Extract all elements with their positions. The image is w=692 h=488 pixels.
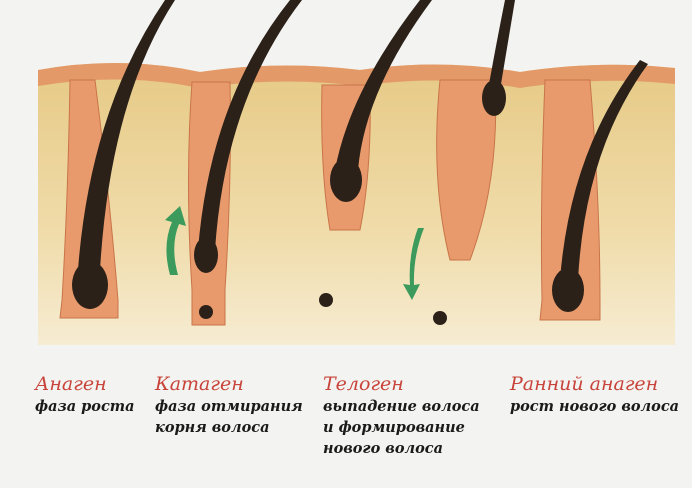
phase-early-anagen: Ранний анаген рост нового волоса (510, 372, 679, 417)
papilla (199, 305, 213, 319)
phase-desc-line: фаза отмирания (155, 398, 303, 415)
phase-anagen: Анаген фаза роста (35, 372, 135, 417)
hair-bulb (330, 158, 362, 202)
hair-telogen (335, 0, 432, 170)
hair-bulb (552, 268, 584, 312)
follicle-new (436, 79, 497, 261)
arrow-up-icon (165, 206, 186, 275)
phase-title: Катаген (155, 373, 244, 395)
hair-shed (488, 0, 515, 90)
phase-desc-line: фаза роста (35, 398, 135, 415)
papilla (319, 293, 333, 307)
phase-desc-line: рост нового волоса (510, 398, 680, 415)
phase-desc-line: нового волоса (323, 440, 444, 457)
hair-bulb (194, 237, 218, 273)
papilla (433, 311, 447, 325)
hair-anagen (78, 0, 175, 270)
hair-bulb (72, 261, 108, 309)
hair-catagen (198, 0, 302, 250)
hairs (72, 0, 648, 325)
hair-early-anagen (560, 60, 648, 280)
phase-desc-line: и формирование (323, 419, 465, 436)
phase-title: Ранний анаген (510, 373, 659, 395)
arrow-down-icon (403, 228, 424, 300)
phase-telogen: Телоген выпадение волоса и формирование … (323, 372, 480, 459)
phase-title: Телоген (323, 373, 404, 395)
phase-title: Анаген (35, 373, 107, 395)
hair-bulb (482, 80, 506, 116)
phase-desc-line: выпадение волоса (323, 398, 480, 415)
phase-catagen: Катаген фаза отмирания корня волоса (155, 372, 303, 438)
phase-desc-line: корня волоса (155, 419, 270, 436)
